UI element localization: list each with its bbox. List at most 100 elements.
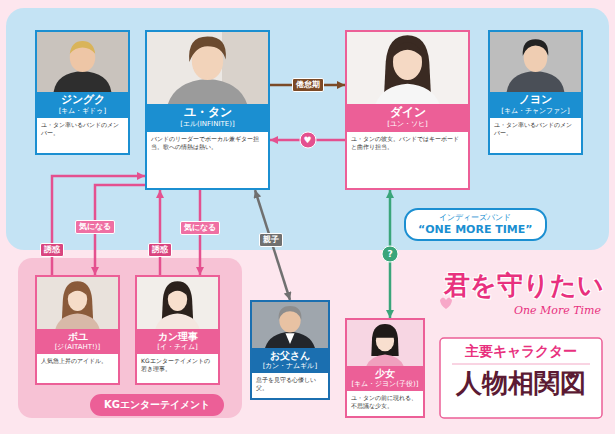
name-bar: ダイン[ユン・ソヒ] <box>347 104 468 132</box>
title-rule <box>452 364 590 365</box>
relation-connector <box>270 84 345 87</box>
group-label: KGエンターテイメント <box>104 399 210 411</box>
character-name: ボユ <box>39 331 116 343</box>
photo-slot <box>347 32 468 104</box>
band-region: インディーズバンド“ONE MORE TIME” ジングク[キム・ギドゥ] ユ・タン… <box>6 8 609 250</box>
relation-label: 親子 <box>263 235 279 244</box>
relation-label: 誘惑 <box>44 245 60 254</box>
relation-badge: 気になる <box>75 220 115 234</box>
relation-label: ? <box>387 249 392 259</box>
photo-slot <box>347 320 423 366</box>
character-card: ノヨン[キム・チャンファン] ユ・タン率いるバンドのメンバー。 <box>488 30 583 155</box>
actor-name: [ユン・ソヒ] <box>349 120 466 129</box>
relation-badge: 倦怠期 <box>292 78 324 92</box>
portrait-photo <box>37 32 128 92</box>
name-bar: 少女[キム・ジヨン(子役)] <box>347 366 423 391</box>
portrait-photo <box>347 320 423 366</box>
drama-logo: 君を守りたい <box>444 268 604 303</box>
relation-label: 気になる <box>184 223 216 232</box>
group-callout: KGエンターテイメント <box>90 394 224 416</box>
actor-name: [カン・ナムギル] <box>254 362 326 371</box>
actor-name: [イ・チイム] <box>139 343 216 352</box>
group-label: “ONE MORE TIME” <box>418 223 533 236</box>
actor-name: [エル(INFINITE)] <box>149 120 266 129</box>
portrait-photo <box>37 277 118 329</box>
diagram-title: 人物相関図 <box>440 368 602 399</box>
character-name: カン理事 <box>139 331 216 343</box>
character-card: お父さん[カン・ナムギル] 息子を見守る心優しい父。 <box>250 300 330 400</box>
card-body: 人気急上昇のアイドル。 <box>37 354 118 383</box>
photo-slot <box>252 302 328 348</box>
photo-slot <box>147 32 268 104</box>
group-label: インディーズバンド <box>418 213 533 223</box>
card-body: 息子を見守る心優しい父。 <box>252 373 328 398</box>
photo-slot <box>37 32 128 92</box>
actor-name: [ジ(AITAHT!)] <box>39 343 116 352</box>
relation-badge: 誘惑 <box>148 243 172 257</box>
relation-connector <box>52 176 145 275</box>
name-bar: ユ・タン[エル(INFINITE)] <box>147 104 268 132</box>
character-name: ジングク <box>39 94 126 107</box>
relation-label: 誘惑 <box>152 245 168 254</box>
title-kicker: 主要キャラクター <box>440 343 602 361</box>
name-bar: ジングク[キム・ギドゥ] <box>37 92 128 118</box>
relation-badge: ? <box>382 246 399 263</box>
character-description: ユ・タン率いるバンドのメンバー。 <box>41 121 124 137</box>
character-description: KGエンターテイメントの若き理事。 <box>141 357 214 373</box>
relation-label: ♥ <box>303 135 311 145</box>
character-card: 少女[キム・ジヨン(子役)] ユ・タンの前に現れる、不思議な少女。 <box>345 318 425 418</box>
logo-subtitle: One More Time <box>514 304 601 317</box>
relation-label: 気になる <box>79 222 111 231</box>
portrait-photo <box>147 32 268 104</box>
relation-label: 倦怠期 <box>296 80 320 89</box>
card-body: ユ・タンの前に現れる、不思議な少女。 <box>347 391 423 416</box>
agency-region: KGエンターテイメント ボユ[ジ(AITAHT!)] 人気急上昇のアイドル。 カン理事… <box>18 258 242 418</box>
actor-name: [キム・ジヨン(子役)] <box>349 380 421 389</box>
character-description: バンドのリーダーでボーカル兼ギター担当。歌への情熱は熱い。 <box>151 135 264 151</box>
character-card: ジングク[キム・ギドゥ] ユ・タン率いるバンドのメンバー。 <box>35 30 130 155</box>
actor-name: [キム・チャンファン] <box>492 107 579 116</box>
group-callout: インディーズバンド“ONE MORE TIME” <box>404 208 547 241</box>
relation-connector <box>389 190 392 318</box>
card-body: KGエンターテイメントの若き理事。 <box>137 354 218 383</box>
actor-name: [キム・ギドゥ] <box>39 107 126 116</box>
portrait-photo <box>490 32 581 92</box>
relation-connector <box>95 185 145 275</box>
relation-badge: 気になる <box>180 221 220 235</box>
character-card: ボユ[ジ(AITAHT!)] 人気急上昇のアイドル。 <box>35 275 120 385</box>
photo-slot <box>37 277 118 329</box>
card-body: ユ・タンの彼女。バンドではキーボードと曲作り担当。 <box>347 132 468 188</box>
name-bar: ボユ[ジ(AITAHT!)] <box>37 329 118 354</box>
character-description: 息子を見守る心優しい父。 <box>256 376 324 392</box>
character-name: 少女 <box>349 368 421 380</box>
photo-slot <box>490 32 581 92</box>
character-name: ノヨン <box>492 94 579 107</box>
character-description: ユ・タン率いるバンドのメンバー。 <box>494 121 577 137</box>
character-card: ダイン[ユン・ソヒ] ユ・タンの彼女。バンドではキーボードと曲作り担当。 <box>345 30 470 190</box>
character-name: お父さん <box>254 350 326 362</box>
title-panel <box>440 338 602 418</box>
photo-slot <box>137 277 218 329</box>
relation-connector <box>199 190 202 275</box>
character-description: 人気急上昇のアイドル。 <box>41 357 114 365</box>
character-card: カン理事[イ・チイム] KGエンターテイメントの若き理事。 <box>135 275 220 385</box>
portrait-photo <box>347 32 468 104</box>
name-bar: お父さん[カン・ナムギル] <box>252 348 328 373</box>
relation-badge: 誘惑 <box>40 243 64 257</box>
card-body: バンドのリーダーでボーカル兼ギター担当。歌への情熱は熱い。 <box>147 132 268 188</box>
relation-connector <box>159 190 162 275</box>
character-name: ユ・タン <box>149 106 266 120</box>
character-card: ユ・タン[エル(INFINITE)] バンドのリーダーでボーカル兼ギター担当。歌へ… <box>145 30 270 190</box>
card-body: ユ・タン率いるバンドのメンバー。 <box>490 118 581 153</box>
relation-connector <box>255 190 290 300</box>
relation-connector <box>270 139 345 142</box>
portrait-photo <box>137 277 218 329</box>
character-description: ユ・タンの前に現れる、不思議な少女。 <box>351 394 419 410</box>
relation-badge: ♥ <box>299 132 316 149</box>
name-bar: カン理事[イ・チイム] <box>137 329 218 354</box>
character-description: ユ・タンの彼女。バンドではキーボードと曲作り担当。 <box>351 135 464 151</box>
card-body: ユ・タン率いるバンドのメンバー。 <box>37 118 128 153</box>
name-bar: ノヨン[キム・チャンファン] <box>490 92 581 118</box>
portrait-photo <box>252 302 328 348</box>
character-name: ダイン <box>349 106 466 120</box>
